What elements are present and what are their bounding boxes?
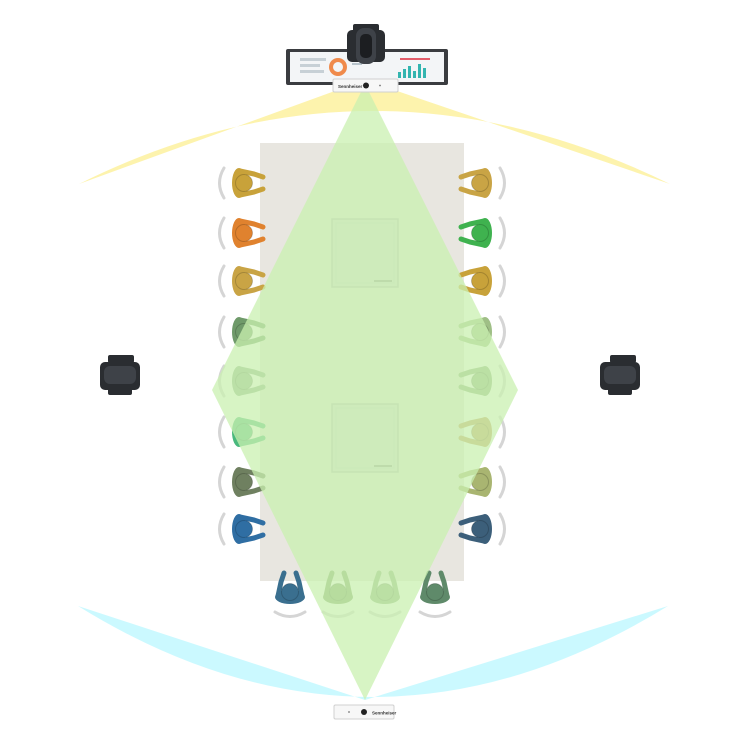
front-soundbar-brand: Sennheiser [338,84,363,89]
seated-person-left-7 [218,465,266,499]
seated-person-left-8 [218,512,266,546]
rear-soundbar-brand: Sennheiser [372,711,397,716]
seated-person-right-2 [458,216,506,250]
seated-person-right-8 [458,512,506,546]
front-soundbar: Sennheiser [332,78,399,93]
center-coverage-zone [212,84,518,700]
front-ptz-camera [347,24,385,64]
seated-person-right-1 [458,166,506,200]
rear-soundbar: Sennheiser [333,704,397,720]
seated-person-bottom-4 [418,570,452,618]
rear-coverage-zone [78,606,668,700]
wide-coverage-zone [79,80,670,184]
seated-person-bottom-1 [273,570,307,618]
right-ptz-camera [600,355,640,395]
left-ptz-camera [100,355,140,395]
seated-person-left-3 [218,264,266,298]
seated-person-left-1 [218,166,266,200]
seated-person-left-2 [218,216,266,250]
